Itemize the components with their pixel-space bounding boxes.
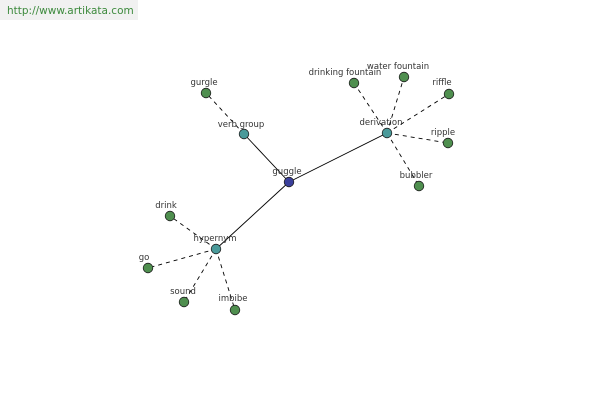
edge-hypernym-go xyxy=(147,248,217,269)
node-ripple[interactable] xyxy=(442,137,454,149)
site-url[interactable]: http://www.artikata.com xyxy=(7,5,134,17)
node-derivation[interactable] xyxy=(381,127,393,139)
edge-derivation-ripple xyxy=(386,132,449,144)
node-label-verb-group[interactable]: verb group xyxy=(218,120,265,130)
node-label-gurgle[interactable]: gurgle xyxy=(190,78,217,88)
node-label-drink[interactable]: drink xyxy=(155,201,177,211)
node-riffle[interactable] xyxy=(443,88,455,100)
node-gurgle[interactable] xyxy=(200,87,212,99)
edge-guggle-hypernym xyxy=(215,181,290,250)
node-verb-group[interactable] xyxy=(238,128,250,140)
edge-hypernym-imbibe xyxy=(215,248,236,311)
node-label-go[interactable]: go xyxy=(139,253,150,263)
edge-guggle-verb-group xyxy=(243,133,290,183)
edge-hypernym-sound xyxy=(183,248,217,303)
node-label-hypernym[interactable]: hypernym xyxy=(193,234,236,244)
node-hypernym[interactable] xyxy=(210,243,222,255)
node-label-drinking-fountain[interactable]: drinking fountain xyxy=(309,68,382,78)
edge-verb-group-gurgle xyxy=(205,92,245,135)
edge-hypernym-drink xyxy=(169,215,217,250)
node-drinking-fountain[interactable] xyxy=(348,77,360,89)
node-go[interactable] xyxy=(142,262,154,274)
node-label-sound[interactable]: sound xyxy=(170,287,196,297)
graph-edges xyxy=(147,76,450,311)
node-guggle[interactable] xyxy=(283,176,295,188)
edge-derivation-water-fountain xyxy=(386,76,405,134)
node-bubbler[interactable] xyxy=(413,180,425,192)
url-banner: http://www.artikata.com xyxy=(0,0,138,20)
node-label-derivation[interactable]: derivation xyxy=(359,118,402,128)
node-drink[interactable] xyxy=(164,210,176,222)
graph-nodes xyxy=(142,71,455,316)
edge-guggle-derivation xyxy=(288,132,388,183)
node-label-guggle[interactable]: guggle xyxy=(272,167,301,177)
node-label-riffle[interactable]: riffle xyxy=(432,78,451,88)
edge-derivation-bubbler xyxy=(386,132,420,187)
edge-derivation-drinking-fountain xyxy=(353,82,388,134)
node-label-bubbler[interactable]: bubbler xyxy=(400,171,433,181)
node-label-ripple[interactable]: ripple xyxy=(431,128,455,138)
node-imbibe[interactable] xyxy=(229,304,241,316)
node-water-fountain[interactable] xyxy=(398,71,410,83)
node-sound[interactable] xyxy=(178,296,190,308)
node-label-imbibe[interactable]: imbibe xyxy=(218,294,247,304)
node-label-water-fountain[interactable]: water fountain xyxy=(367,62,429,72)
